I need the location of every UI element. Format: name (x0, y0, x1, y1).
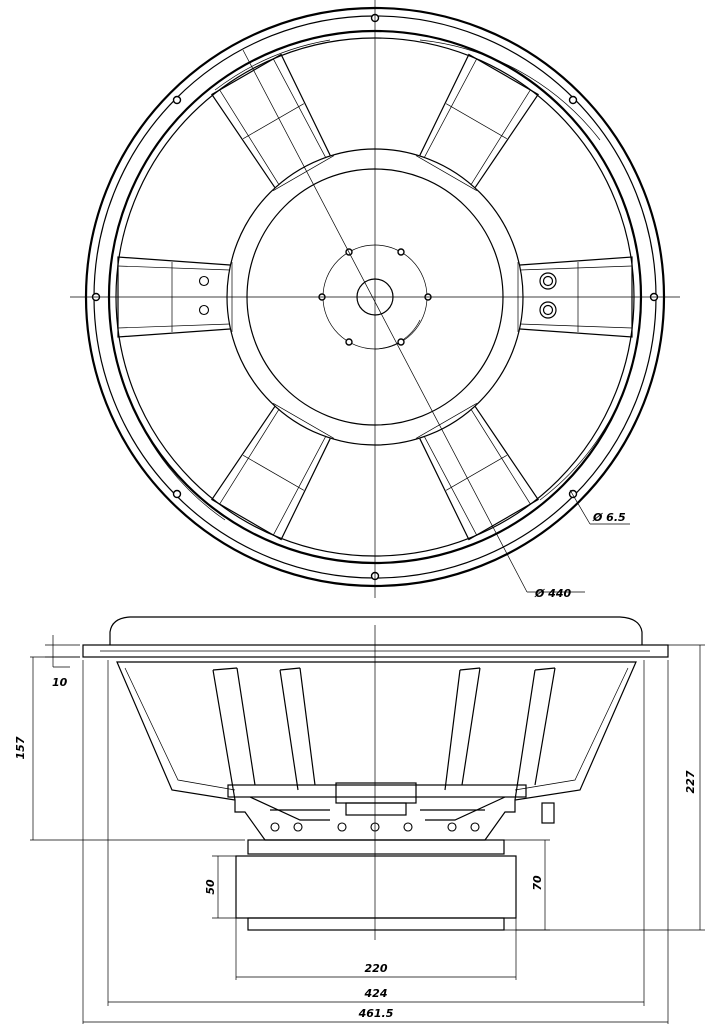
terminal-stub (541, 802, 555, 824)
rib-center-right (444, 667, 481, 791)
dimensions: 10 157 227 50 70 220 424 (14, 635, 705, 1024)
magnet-top-plate (247, 839, 505, 855)
hub-hole-bottom-left (345, 338, 353, 346)
baffle-cutout-label: 424 (364, 987, 388, 1000)
rim-arc-1 (214, 39, 331, 91)
rib-left (212, 667, 256, 801)
spoke-upper-right (416, 53, 539, 191)
magnet-total-height-label: 70 (531, 875, 544, 891)
terminal-bottom-inner (542, 304, 554, 316)
magnet-diameter-label: 220 (365, 962, 388, 975)
terminal-bottom-outer (539, 301, 557, 319)
gasket-profile (109, 616, 643, 645)
spoke-right (517, 256, 633, 338)
frame-flange (82, 644, 669, 658)
magnet-back-plate (247, 917, 505, 931)
top-plate (227, 784, 527, 798)
magnet-height-label: 50 (204, 879, 217, 895)
side-view (82, 616, 669, 940)
rim-arc-2 (419, 39, 601, 141)
hole-diameter-label: Ø 6.5 (592, 511, 626, 524)
hole-leader (569, 489, 591, 525)
spoke-lower-right (416, 403, 539, 541)
spoke-upper-left (211, 53, 334, 191)
bolt-circle-leader (242, 49, 528, 593)
spokes (117, 53, 633, 541)
hub-hole-bottom-right (397, 338, 405, 346)
spoke-lower-left (211, 403, 334, 541)
left-spoke-hole-top (198, 275, 210, 287)
flange-thickness-label: 10 (52, 676, 68, 689)
terminal-top-outer (539, 272, 557, 290)
left-spoke-hole-bottom (198, 304, 210, 316)
mounting-depth-label: 157 (14, 736, 27, 759)
front-view: Ø 6.5 Ø 440 (70, 0, 680, 600)
overall-diameter-label: 461.5 (358, 1007, 394, 1020)
rim-arc-4 (129, 399, 226, 521)
bolt-circle-label: Ø 440 (534, 587, 571, 600)
magnet (235, 855, 517, 919)
terminal-top-inner (542, 275, 554, 287)
overall-depth-label: 227 (684, 770, 697, 793)
rib-right (514, 667, 556, 801)
center-block (335, 782, 417, 804)
hub-hole-top-right (397, 248, 405, 256)
basket-outline (116, 661, 637, 841)
rib-center-left (279, 667, 316, 791)
rim-arc-3 (539, 399, 621, 501)
